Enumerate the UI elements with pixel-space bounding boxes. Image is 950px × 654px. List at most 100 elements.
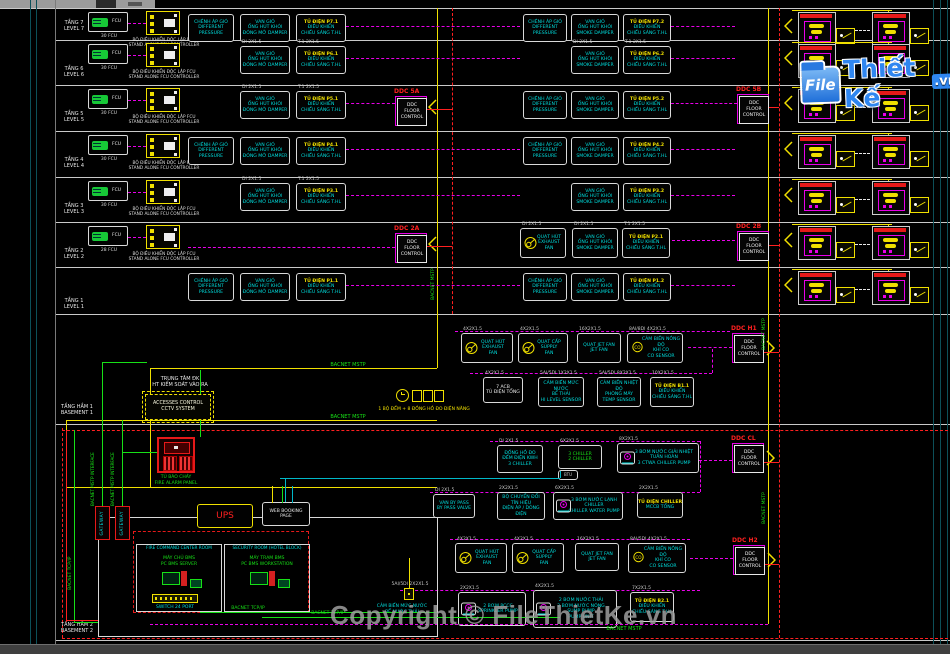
wire-line xyxy=(690,558,733,559)
meter-caption: 1 BỘ ĐẾM + 8 ĐỒNG HỒ ĐO ĐIỆN NĂNG xyxy=(378,407,470,412)
cable-tag: DI 2X1.5 xyxy=(499,439,519,444)
cable-tag: 16X2X1.5 xyxy=(577,537,599,542)
cable-tag: 2X2X1.5 xyxy=(499,486,519,491)
fcu-icon xyxy=(92,50,108,59)
chevron-connector-icon xyxy=(783,232,793,252)
wire-line xyxy=(450,539,690,540)
power-panel-pair xyxy=(783,267,932,309)
wire-line xyxy=(346,103,395,104)
wire-line xyxy=(128,100,146,101)
bus-riser xyxy=(437,8,438,368)
bus-label: BACNET MSTP xyxy=(762,492,767,524)
wire-line xyxy=(66,620,98,621)
wire-line xyxy=(671,285,735,286)
bus-label: BACNET MSTP xyxy=(330,414,366,420)
room-title: SECURITY ROOM (HOTEL BLOCK) xyxy=(232,545,302,550)
wire-line xyxy=(688,347,732,348)
wire-line xyxy=(74,622,98,623)
cable-tag: DI 2X1.5 xyxy=(242,85,262,90)
wire-line xyxy=(764,352,779,353)
fcu-count: 30 FCU xyxy=(100,34,118,39)
ups-box: UPS xyxy=(197,504,253,528)
pc-tower-icon xyxy=(181,571,187,586)
cable-tag: 4X2X1.5 xyxy=(457,537,477,542)
floor-line xyxy=(55,85,950,86)
pump-icon xyxy=(461,602,476,616)
wire-line xyxy=(765,564,779,565)
wire-line xyxy=(490,441,700,442)
cable-tag: 2X2X1.5 xyxy=(460,586,480,591)
floor-line xyxy=(55,314,950,315)
chevron-connector-icon xyxy=(767,552,777,568)
wire-line xyxy=(764,462,779,463)
chevron-connector-icon xyxy=(783,277,793,297)
cable-tag: 4X2X1.5 xyxy=(514,537,534,542)
svg-text:CO: CO xyxy=(634,345,641,350)
switch-label: SWITCH 24 PORT xyxy=(155,605,195,610)
wire-line xyxy=(102,362,147,363)
bus-riser xyxy=(768,8,769,624)
fcu-count: 30 FCU xyxy=(100,203,118,208)
wire-line xyxy=(122,452,157,453)
wire-line xyxy=(671,195,735,196)
wire-line xyxy=(699,460,732,461)
fcu-icon xyxy=(92,95,108,104)
wire-line xyxy=(346,58,520,59)
cable-tag: 4X2X1.5 xyxy=(463,327,483,332)
wire-line xyxy=(671,58,735,59)
wire-line xyxy=(282,486,283,503)
logo-tld-badge: .vn xyxy=(932,72,950,89)
floor-line xyxy=(55,131,950,132)
fan-icon xyxy=(515,552,530,565)
fcu-count: 30 FCU xyxy=(100,111,118,116)
cable-tag: 10X2X1.5 xyxy=(652,371,674,376)
wire-line xyxy=(671,26,735,27)
pump-icon xyxy=(620,451,635,465)
chevron-connector-icon xyxy=(783,18,793,38)
pc-workstation-icon xyxy=(162,570,204,594)
wire-line xyxy=(102,362,103,506)
filethietke-logo: File Thiết Kế .vn xyxy=(799,51,950,115)
wire-line xyxy=(700,441,701,492)
wire-line xyxy=(455,331,730,332)
wire-line xyxy=(671,149,735,150)
wire-line xyxy=(128,237,146,238)
cable-tag: DI 2X1.5 xyxy=(522,222,542,227)
bus-label: BACNET MSTP INTERFACE xyxy=(110,452,115,506)
cable-tag: DI 2X1.5 xyxy=(573,40,593,45)
chevron-connector-icon xyxy=(783,95,793,115)
wire-line xyxy=(128,55,146,56)
wire-line xyxy=(769,107,779,108)
